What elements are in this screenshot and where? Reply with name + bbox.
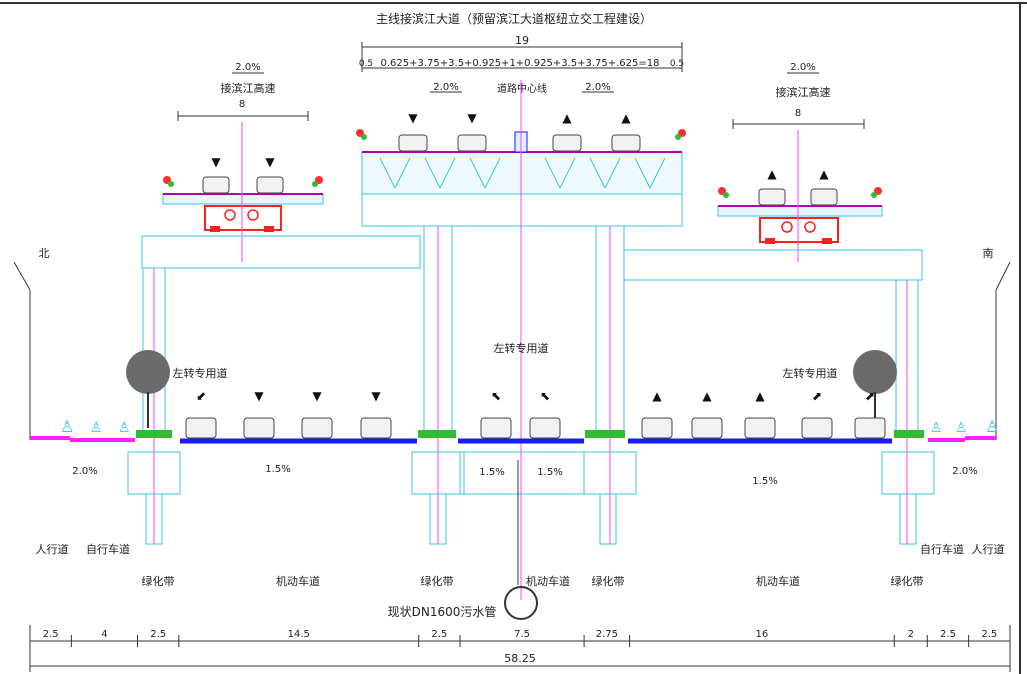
motor-lane-label-center: 机动车道 bbox=[526, 574, 570, 588]
bottom-dimension-label: 2 bbox=[908, 629, 914, 640]
pier-centerlines bbox=[153, 226, 908, 544]
svg-text:▼: ▼ bbox=[254, 389, 264, 403]
portal-frames bbox=[127, 225, 935, 545]
total-width-label: 58.25 bbox=[504, 652, 536, 665]
left-ramp-label: 接滨江高速 bbox=[221, 81, 276, 95]
bottom-dimension-label: 2.5 bbox=[43, 629, 59, 640]
bottom-dimension-label: 2.75 bbox=[596, 629, 618, 640]
green-belt-label-4: 绿化带 bbox=[891, 574, 924, 588]
bottom-dimension-label: 4 bbox=[101, 629, 107, 640]
green-belt-label-1: 绿化带 bbox=[142, 574, 175, 588]
motor-lane-label-left: 机动车道 bbox=[276, 574, 320, 588]
right-ramp-bridge: 2.0% 接滨江高速 8 ▲ ▲ bbox=[717, 62, 883, 262]
svg-text:♙: ♙ bbox=[985, 417, 999, 436]
green-belt-label-2: 绿化带 bbox=[421, 574, 454, 588]
svg-text:▲: ▲ bbox=[621, 111, 631, 125]
svg-text:▲: ▲ bbox=[819, 167, 829, 181]
svg-text:⬉: ⬉ bbox=[540, 389, 550, 403]
svg-text:⬈: ⬈ bbox=[865, 389, 875, 403]
bottom-dimension-label: 2.5 bbox=[431, 629, 447, 640]
svg-text:♙: ♙ bbox=[930, 420, 943, 436]
drawing-title: 主线接滨江大道（预留滨江大道枢纽立交工程建设） bbox=[376, 11, 652, 26]
svg-text:▼: ▼ bbox=[211, 155, 221, 169]
left-ramp-width: 8 bbox=[239, 99, 245, 110]
pipe-label: 现状DN1600污水管 bbox=[388, 604, 497, 619]
svg-text:⬋: ⬋ bbox=[196, 389, 206, 403]
slope-center-right: 1.5% bbox=[537, 467, 562, 478]
bottom-dimension-label: 14.5 bbox=[288, 629, 310, 640]
main-elevated-deck: ▼ ▼ ▲ ▲ bbox=[356, 111, 686, 227]
deck-edge-left: 0.5 bbox=[359, 59, 373, 69]
svg-text:▼: ▼ bbox=[408, 111, 418, 125]
right-ramp-slope: 2.0% bbox=[790, 62, 815, 73]
slope-center-left: 1.5% bbox=[479, 467, 504, 478]
main-deck-slope-left: 2.0% bbox=[433, 82, 458, 93]
svg-text:♙: ♙ bbox=[118, 420, 131, 436]
svg-text:▼: ▼ bbox=[312, 389, 322, 403]
green-belt-label-3: 绿化带 bbox=[592, 574, 625, 588]
sidewalk-label-left: 人行道 bbox=[36, 542, 69, 556]
svg-text:▲: ▲ bbox=[702, 389, 712, 403]
south-label: 南 bbox=[983, 247, 994, 260]
svg-text:▲: ▲ bbox=[755, 389, 765, 403]
deck-total-width: 19 bbox=[515, 34, 529, 47]
svg-text:▼: ▼ bbox=[371, 389, 381, 403]
deck-width-breakdown: 0.625+3.75+3.5+0.925+1+0.925+3.5+3.75+.6… bbox=[381, 58, 660, 69]
slope-sidewalk-left: 2.0% bbox=[72, 466, 97, 477]
bike-lane-label-right: 自行车道 bbox=[920, 542, 964, 556]
svg-text:▼: ▼ bbox=[467, 111, 477, 125]
main-deck-slope-right: 2.0% bbox=[585, 82, 610, 93]
north-label: 北 bbox=[39, 247, 50, 260]
left-ramp-slope: 2.0% bbox=[235, 62, 260, 73]
svg-text:♙: ♙ bbox=[90, 420, 103, 436]
sidewalk-label-right: 人行道 bbox=[972, 542, 1005, 556]
left-turn-lane-label-left: 左转专用道 bbox=[173, 366, 228, 380]
centerline-label-top: 道路中心线 bbox=[497, 82, 547, 95]
top-dimension-chain: 19 0.625+3.75+3.5+0.925+1+0.925+3.5+3.75… bbox=[359, 34, 684, 72]
motor-lane-label-right: 机动车道 bbox=[756, 574, 800, 588]
bottom-dimension-label: 16 bbox=[756, 629, 769, 640]
bottom-dimension-label: 2.5 bbox=[981, 629, 997, 640]
right-ramp-label: 接滨江高速 bbox=[776, 85, 831, 99]
svg-text:♙: ♙ bbox=[60, 417, 74, 436]
left-turn-lane-label-center: 左转专用道 bbox=[494, 341, 549, 355]
deck-edge-right: 0.5 bbox=[670, 59, 684, 69]
svg-text:▲: ▲ bbox=[562, 111, 572, 125]
bottom-dimension-label: 2.5 bbox=[940, 629, 956, 640]
bike-lane-label-left: 自行车道 bbox=[86, 542, 130, 556]
svg-text:♙: ♙ bbox=[955, 420, 968, 436]
slope-sidewalk-right: 2.0% bbox=[952, 466, 977, 477]
bottom-dimension-label: 7.5 bbox=[514, 629, 530, 640]
bottom-dimension-label: 2.5 bbox=[150, 629, 166, 640]
svg-text:▼: ▼ bbox=[265, 155, 275, 169]
left-ramp-bridge: 2.0% 接滨江高速 8 ▼ ▼ bbox=[162, 62, 324, 262]
svg-text:⬈: ⬈ bbox=[812, 389, 822, 403]
left-turn-lane-label-right: 左转专用道 bbox=[783, 366, 838, 380]
slope-main-left: 1.5% bbox=[265, 464, 290, 475]
ground-level: ♙ ♙ ♙ ♙ ♙ ♙ ⬋ ▼ ▼ ▼ ⬉ ⬉ ▲ ▲ ▲ ⬈ ⬈ bbox=[13, 261, 1011, 620]
slope-main-right: 1.5% bbox=[752, 476, 777, 487]
right-ramp-width: 8 bbox=[795, 108, 801, 119]
svg-text:▲: ▲ bbox=[767, 167, 777, 181]
bottom-dimension-chain: 2.5 4 2.5 14.5 2.5 7.5 2.75 16 2 2.5 2.5 58.25 bbox=[29, 625, 1011, 672]
svg-text:⬉: ⬉ bbox=[491, 389, 501, 403]
svg-text:▲: ▲ bbox=[652, 389, 662, 403]
